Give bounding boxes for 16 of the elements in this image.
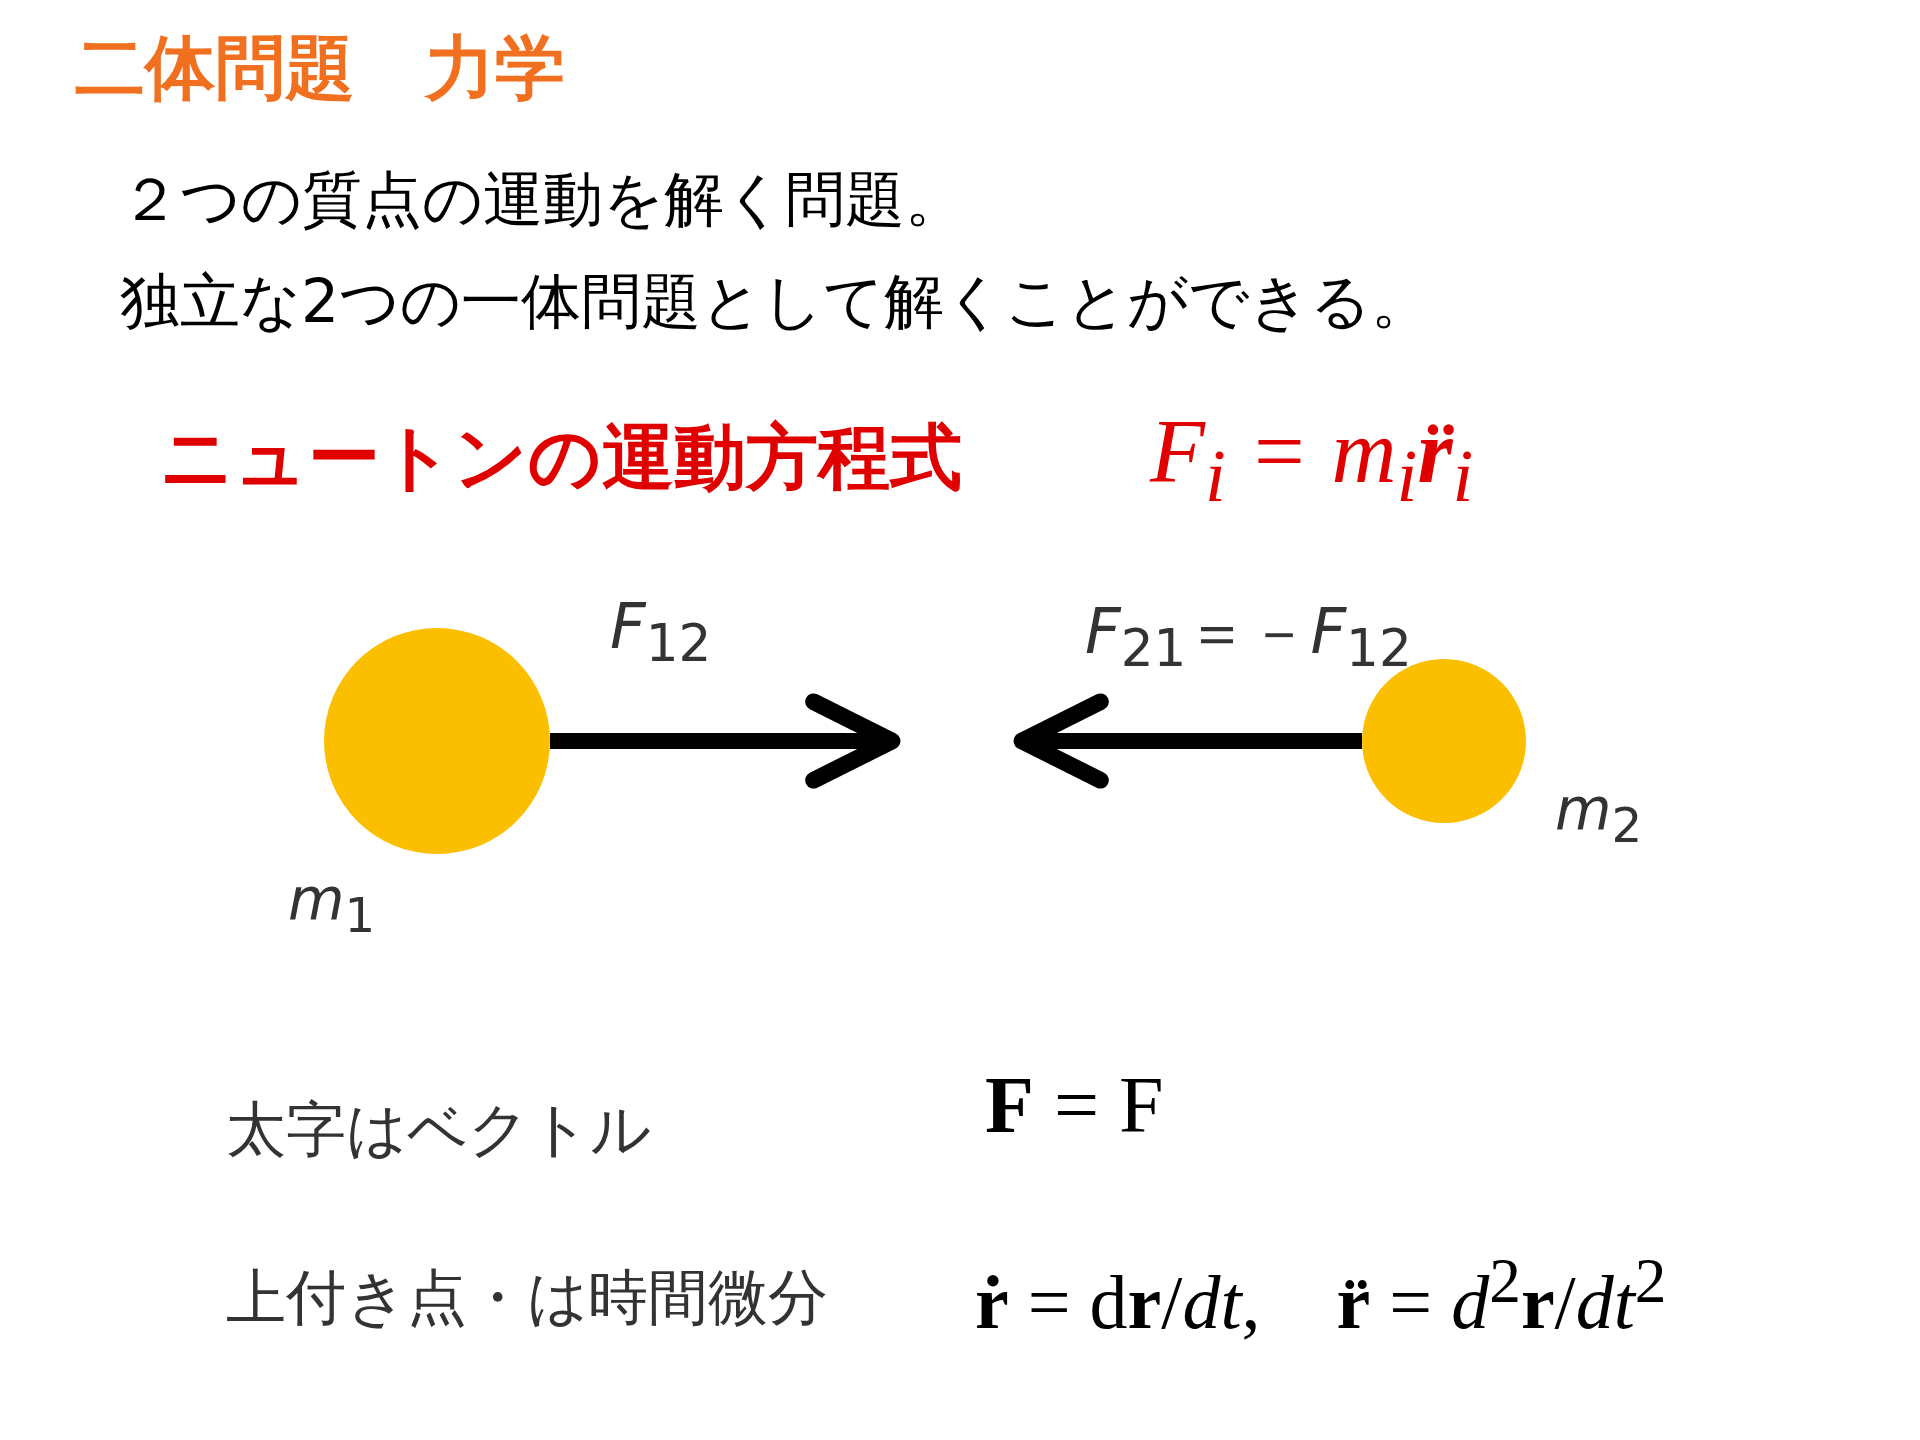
vector-equation: F = F⃗	[985, 1060, 1226, 1151]
force-arrow	[550, 693, 901, 789]
statement-text: ２つの質点の運動を解く問題。	[120, 163, 965, 236]
derivative-equation: ṙ = dr/dt, r̈ = d$^{2}$r/dt$^{2}$	[975, 1245, 1667, 1347]
statement-text: 独立な2つの一体問題として解くことができる。	[120, 265, 1432, 338]
mass-label: m$_{1}$	[288, 865, 376, 943]
note-text: 太字はベクトル	[226, 1093, 651, 1166]
mass-label: m$_{2}$	[1555, 775, 1643, 853]
force-arrow	[1013, 693, 1362, 789]
force-label: F$_{21}$＝－F$_{12}$	[1085, 594, 1412, 679]
equation-heading: ニュートンの運動方程式	[160, 414, 962, 501]
mass-circle	[324, 628, 550, 854]
newton-equation: F$_{i}$ = m$_{i}$r̈$_{i}$	[1150, 401, 1474, 519]
force-label: F$_{12}$	[610, 590, 712, 674]
slide-title: 二体問題 力学	[75, 26, 565, 111]
note-text: 上付き点・は時間微分	[226, 1261, 828, 1334]
